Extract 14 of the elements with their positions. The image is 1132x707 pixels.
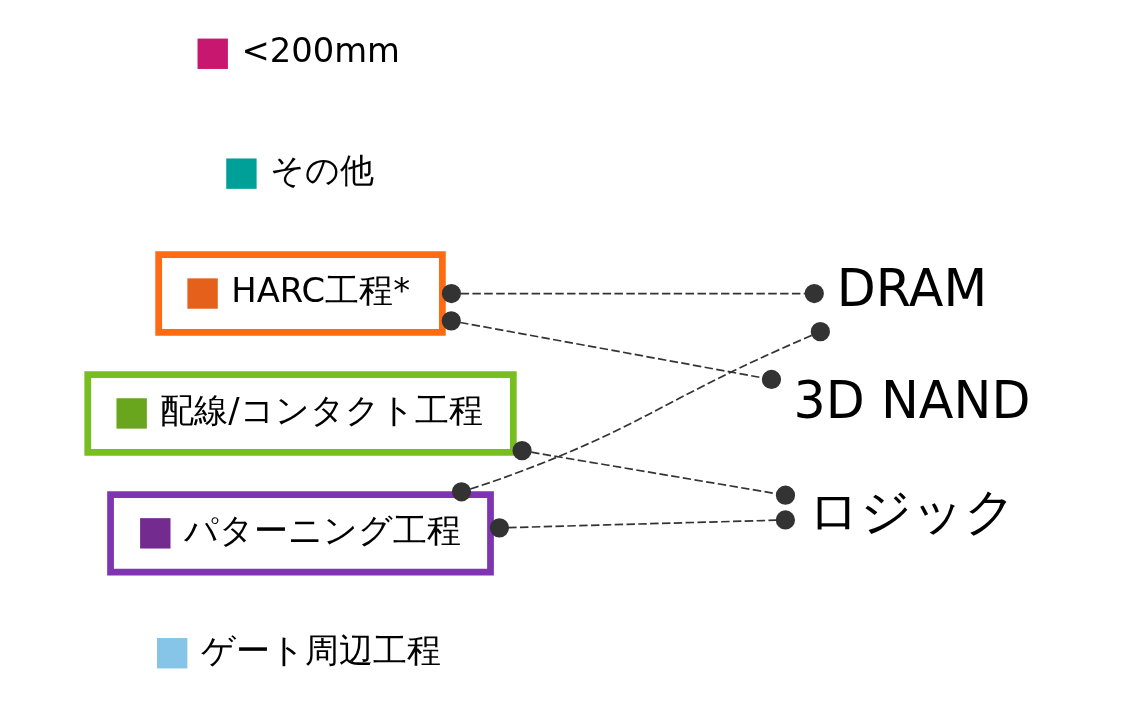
node-text: 3D NAND	[793, 370, 1030, 430]
node-text: DRAM	[836, 259, 987, 319]
connector	[441, 283, 824, 304]
legend-label: その他	[269, 151, 374, 191]
node-box: パターニング工程	[106, 491, 494, 576]
connector	[511, 441, 795, 505]
legend-label: <200mm	[240, 31, 400, 71]
node-box: 配線/コンタクト工程	[83, 371, 517, 456]
node-text: ロジック	[807, 482, 1016, 542]
connector	[451, 322, 830, 502]
connector	[489, 510, 795, 538]
connector	[441, 311, 781, 390]
legend-label: ゲート周辺工程	[200, 630, 441, 670]
node-box: HARC工程*	[154, 251, 446, 336]
